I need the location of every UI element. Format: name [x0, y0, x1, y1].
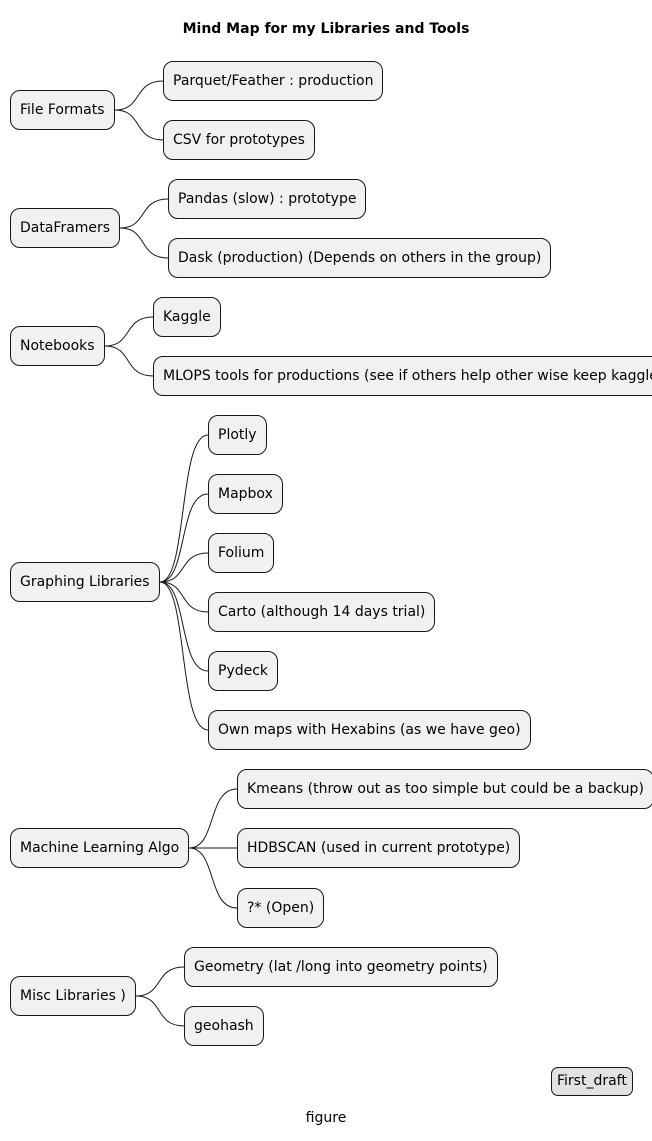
leaf-node-carto-although-14-days-trial: Carto (although 14 days trial): [208, 592, 436, 632]
connector-edge: [114, 80, 164, 111]
connector-edge: [135, 966, 185, 997]
connector-edge: [159, 581, 209, 613]
connector-edge: [159, 581, 209, 672]
connector-edge: [188, 847, 238, 909]
leaf-node-kaggle: Kaggle: [153, 297, 221, 337]
connector-edge: [114, 109, 164, 141]
connector-edge: [104, 316, 154, 347]
leaf-node-csv-for-prototypes: CSV for prototypes: [163, 120, 315, 160]
leaf-node-mapbox: Mapbox: [208, 474, 283, 514]
first-draft-tag: First_draft: [551, 1067, 633, 1096]
leaf-node-pandas-slow-prototype: Pandas (slow) : prototype: [168, 179, 367, 219]
diagram-title: Mind Map for my Libraries and Tools: [182, 21, 470, 37]
connector-edge: [119, 198, 169, 229]
branch-node-file-formats: File Formats: [10, 90, 115, 130]
leaf-node-mlops-tools-for-productions-see-if-other: MLOPS tools for productions (see if othe…: [153, 356, 652, 396]
branch-node-graphing-libraries: Graphing Libraries: [10, 562, 160, 602]
leaf-node-dask-production-depends-on-others-in-the: Dask (production) (Depends on others in …: [168, 238, 552, 278]
leaf-node-kmeans-throw-out-as-too-simple-but-could: Kmeans (throw out as too simple but coul…: [237, 769, 652, 809]
branch-node-dataframers: DataFramers: [10, 208, 121, 248]
branch-node-machine-learning-algo: Machine Learning Algo: [10, 828, 190, 868]
leaf-node-hdbscan-used-in-current-prototype: HDBSCAN (used in current prototype): [237, 828, 521, 868]
leaf-node-folium: Folium: [208, 533, 275, 573]
connector-edge: [119, 227, 169, 259]
connector-edge: [159, 434, 209, 583]
figure-caption: figure: [305, 1110, 347, 1126]
connector-edge: [159, 493, 209, 583]
leaf-node-own-maps-with-hexabins-as-we-have-geo: Own maps with Hexabins (as we have geo): [208, 710, 531, 750]
branch-node-notebooks: Notebooks: [10, 326, 105, 366]
leaf-node-geometry-lat-long-into-geometry-points: Geometry (lat /long into geometry points…: [184, 947, 498, 987]
leaf-node-parquet-feather-production: Parquet/Feather : production: [163, 61, 384, 101]
connector-edge: [104, 345, 154, 377]
leaf-node-plotly: Plotly: [208, 415, 267, 455]
leaf-node-open: ?* (Open): [237, 888, 325, 928]
leaf-node-geohash: geohash: [184, 1006, 264, 1046]
connector-edge: [159, 581, 209, 731]
connector-edge: [159, 552, 209, 583]
branch-node-misc-libraries: Misc Libraries ): [10, 976, 136, 1016]
connector-edge: [188, 788, 238, 849]
connector-edge: [135, 995, 185, 1027]
leaf-node-pydeck: Pydeck: [208, 651, 279, 691]
